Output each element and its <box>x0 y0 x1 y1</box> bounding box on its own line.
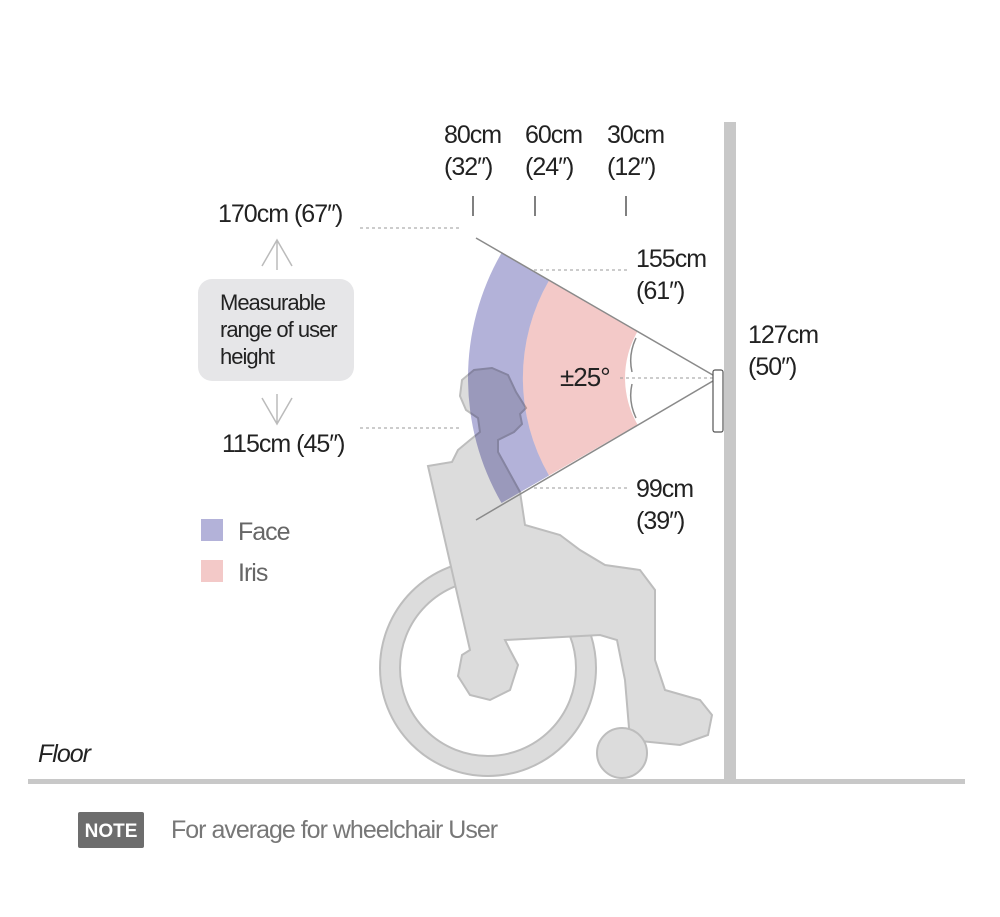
range-box-line1: Measurable <box>220 290 326 315</box>
angle-label: ±25° <box>560 362 610 392</box>
arrow-up-icon <box>261 238 293 270</box>
device-height-cm: 127cm <box>748 321 818 349</box>
arrow-down-icon <box>261 394 293 426</box>
device-height-in: (50″) <box>748 353 796 381</box>
legend-iris-label: Iris <box>238 559 268 587</box>
legend-face-label: Face <box>238 518 290 546</box>
floor-line <box>28 779 965 784</box>
note-badge <box>78 812 144 848</box>
upper-height-cm: 155cm <box>636 245 706 273</box>
lower-height-in: (39″) <box>636 507 684 535</box>
distance-30-cm: 30cm <box>607 121 664 149</box>
lower-view-line <box>475 377 719 521</box>
distance-30-in: (12″) <box>607 153 655 181</box>
distance-60-cm: 60cm <box>525 121 582 149</box>
min-height-label: 115cm (45″) <box>222 430 344 458</box>
distance-80-in: (32″) <box>444 153 492 181</box>
legend-iris-swatch <box>201 560 223 582</box>
distance-80-cm: 80cm <box>444 121 501 149</box>
leader-lines <box>360 227 630 489</box>
max-height-label: 170cm (67″) <box>218 200 342 228</box>
note-badge-label: NOTE <box>85 821 138 842</box>
face-range-band <box>468 253 549 503</box>
range-box-line2: range of user <box>220 317 337 342</box>
range-box-line3: height <box>220 344 275 369</box>
upper-height-in: (61″) <box>636 277 684 305</box>
angle-arrow-lower <box>629 383 637 419</box>
note-text: For average for wheelchair User <box>171 816 498 844</box>
distance-60-in: (24″) <box>525 153 573 181</box>
angle-arrow-upper <box>629 337 637 373</box>
legend-face-swatch <box>201 519 223 541</box>
lower-height-cm: 99cm <box>636 475 693 503</box>
floor-label: Floor <box>38 740 93 768</box>
range-box <box>198 279 354 381</box>
distance-ticks <box>472 196 627 216</box>
iris-range-band <box>522 280 638 476</box>
wall <box>724 122 736 780</box>
device-icon <box>712 369 724 433</box>
upper-view-line <box>475 237 719 379</box>
